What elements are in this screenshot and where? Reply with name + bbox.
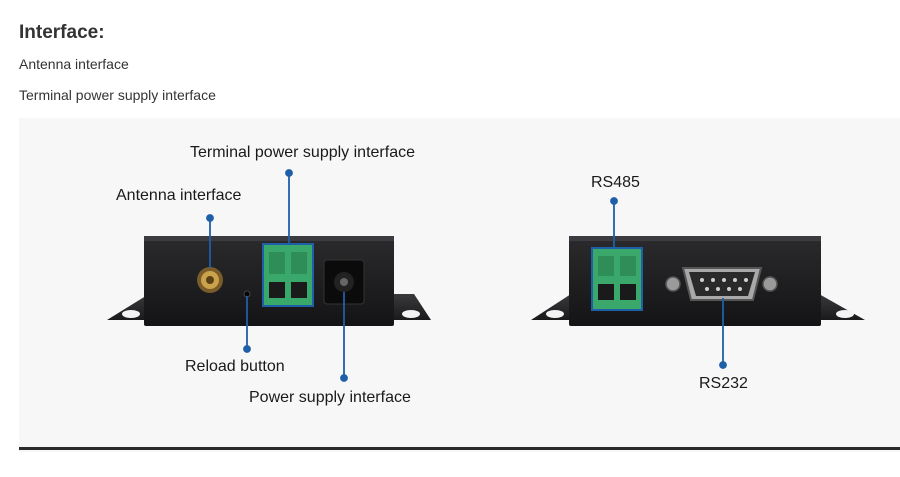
leader-lines <box>206 169 727 382</box>
label-terminal-power-supply: Terminal power supply interface <box>190 144 415 161</box>
bottom-divider <box>19 447 900 450</box>
left-device <box>107 236 431 326</box>
text-antenna-interface: Antenna interface <box>19 56 129 72</box>
label-reload-button: Reload button <box>185 358 285 375</box>
label-antenna-interface: Antenna interface <box>116 187 242 204</box>
label-rs232: RS232 <box>699 375 748 392</box>
device-illustration <box>107 169 865 382</box>
right-device <box>531 236 865 326</box>
label-power-supply-interface: Power supply interface <box>249 389 411 406</box>
section-heading: Interface: <box>19 22 105 43</box>
label-rs485: RS485 <box>591 174 640 191</box>
device-interface-photo: Terminal power supply interface Antenna … <box>19 118 900 452</box>
mount-hole-icon <box>836 310 854 318</box>
text-terminal-power-interface: Terminal power supply interface <box>19 87 216 103</box>
mount-hole-icon <box>546 310 564 318</box>
mount-hole-icon <box>402 310 420 318</box>
mount-hole-icon <box>122 310 140 318</box>
